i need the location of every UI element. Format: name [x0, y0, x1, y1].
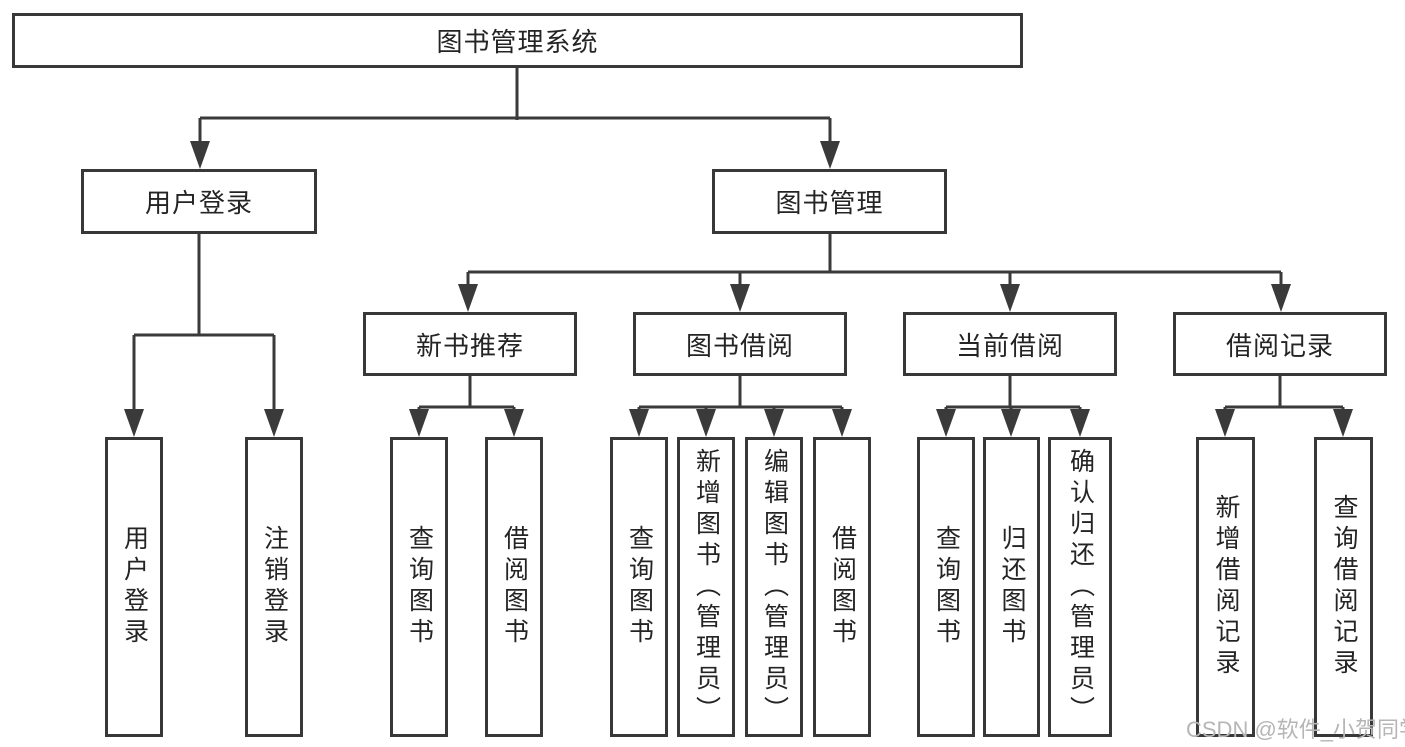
leaf-label: 查询图书 — [932, 525, 961, 649]
leaf-query-borrow-record: 查询借阅记录 — [1314, 437, 1373, 737]
node-label: 图书管理 — [775, 188, 884, 218]
leaf-label: 查询图书 — [405, 525, 434, 649]
leaf-logout: 注销登录 — [245, 437, 303, 737]
leaf-query-books-borrowing: 查询图书 — [610, 437, 668, 737]
leaf-label: 新增借阅记录 — [1212, 494, 1240, 680]
leaf-borrow-books: 借阅图书 — [813, 437, 871, 737]
leaf-edit-books-admin: 编辑图书（管理员） — [745, 437, 803, 737]
node-label: 图书借阅 — [685, 330, 794, 361]
node-label: 当前借阅 — [955, 330, 1064, 361]
node-book-borrowing: 图书借阅 — [633, 312, 847, 376]
leaf-label: 借阅图书 — [828, 525, 857, 649]
leaf-label: 注销登录 — [260, 525, 289, 649]
leaf-return-books: 归还图书 — [983, 437, 1040, 737]
leaf-add-books-admin: 新增图书（管理员） — [677, 437, 735, 737]
leaf-label: 用户登录 — [120, 525, 149, 649]
node-current-borrowing: 当前借阅 — [903, 312, 1117, 376]
leaf-label: 确认归还（管理员） — [1066, 447, 1095, 727]
leaf-label: 新增图书（管理员） — [692, 447, 721, 727]
node-new-book-recommendation: 新书推荐 — [363, 312, 577, 376]
leaf-label: 编辑图书（管理员） — [760, 447, 789, 727]
leaf-label: 查询图书 — [625, 525, 654, 649]
node-label: 新书推荐 — [415, 330, 524, 361]
leaf-confirm-return-admin: 确认归还（管理员） — [1048, 437, 1112, 737]
node-book-management: 图书管理 — [712, 169, 947, 234]
leaf-add-borrow-record: 新增借阅记录 — [1196, 437, 1255, 737]
leaf-user-login: 用户登录 — [105, 437, 163, 737]
leaf-label: 归还图书 — [998, 525, 1026, 649]
leaf-label: 借阅图书 — [500, 525, 529, 649]
node-user-login: 用户登录 — [81, 169, 317, 234]
node-label: 图书管理系统 — [436, 27, 599, 57]
node-label: 借阅记录 — [1225, 330, 1334, 361]
node-label: 用户登录 — [144, 188, 253, 218]
node-library-management-system: 图书管理系统 — [12, 13, 1023, 68]
leaf-query-books-current: 查询图书 — [917, 437, 975, 737]
csdn-watermark: CSDN @软件_小贺同学 — [1186, 717, 1405, 742]
node-borrowing-records: 借阅记录 — [1173, 312, 1387, 376]
arrow-heads — [124, 141, 1353, 437]
leaf-label: 查询借阅记录 — [1330, 494, 1358, 680]
leaf-query-books-recommend: 查询图书 — [390, 437, 448, 737]
leaf-borrow-books-recommend: 借阅图书 — [485, 437, 543, 737]
